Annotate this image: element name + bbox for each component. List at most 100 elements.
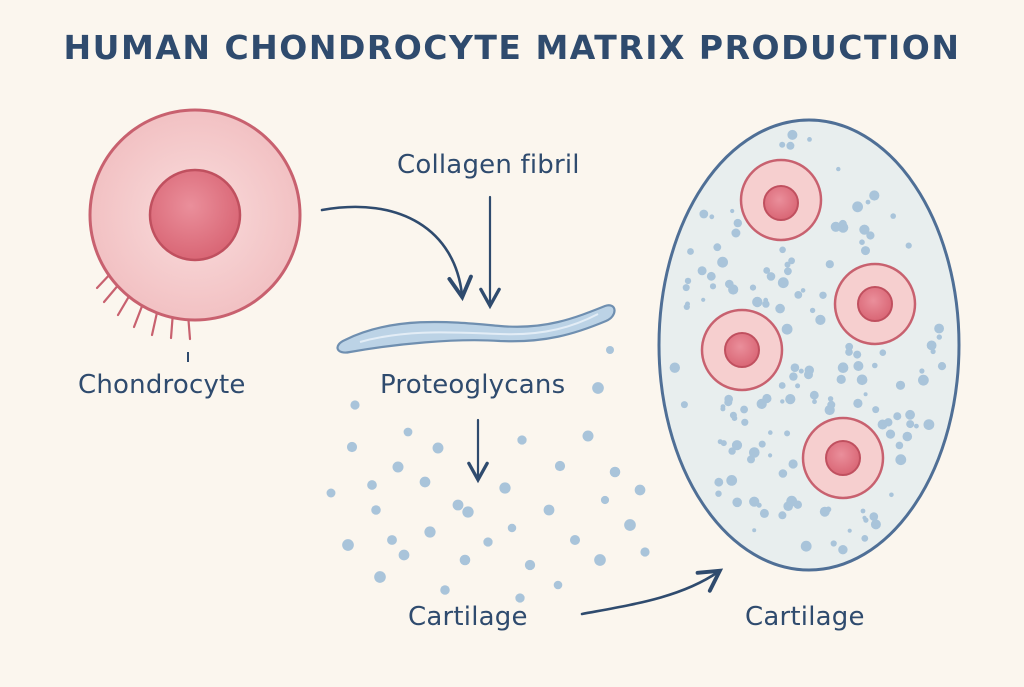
- fibril-highlight: [359, 313, 599, 343]
- matrix-dot: [730, 208, 735, 214]
- matrix-dot: [726, 475, 738, 486]
- matrix-dot: [789, 372, 798, 381]
- matrix-dot: [720, 404, 726, 409]
- proteoglycan-dot: [374, 571, 386, 583]
- matrix-dot: [847, 528, 852, 533]
- matrix-dot: [784, 430, 791, 437]
- proteoglycan-dot: [350, 400, 360, 410]
- matrix-dot: [866, 231, 875, 240]
- matrix-dot: [741, 418, 749, 426]
- matrix-dot: [787, 129, 798, 140]
- matrix-dot: [853, 398, 863, 408]
- matrix-dot: [853, 361, 864, 371]
- proteoglycan-dot: [524, 559, 536, 571]
- proteoglycan-dot: [543, 504, 555, 516]
- matrix-dot: [752, 528, 757, 533]
- matrix-dot: [699, 209, 709, 219]
- matrix-dot: [800, 540, 812, 552]
- matrix-dot: [852, 201, 863, 213]
- embedded-chondrocyte: [833, 262, 917, 346]
- proteoglycan-dot: [462, 506, 474, 518]
- matrix-dot: [715, 490, 722, 497]
- matrix-dot: [914, 423, 919, 429]
- proteoglycan-dot: [594, 554, 606, 566]
- matrix-dot: [778, 469, 788, 478]
- matrix-dot: [682, 284, 690, 292]
- proteoglycan-dot: [346, 441, 358, 453]
- matrix-dot: [709, 283, 717, 290]
- proteoglycan-dot: [419, 476, 431, 488]
- matrix-dot: [778, 511, 787, 520]
- matrix-dot: [807, 137, 812, 142]
- cartilage-matrix: [657, 118, 961, 572]
- matrix-dot: [731, 415, 738, 422]
- embedded-chondrocyte: [739, 158, 823, 242]
- matrix-dot: [778, 382, 786, 389]
- matrix-dot: [717, 439, 723, 445]
- matrix-dot: [869, 512, 879, 521]
- matrix-dot: [697, 266, 707, 276]
- matrix-dot: [937, 362, 947, 371]
- matrix-dot: [788, 459, 798, 469]
- embedded-chondrocyte: [700, 308, 784, 392]
- matrix-dot: [775, 303, 785, 314]
- matrix-dot: [906, 420, 915, 429]
- matrix-dot: [780, 399, 785, 404]
- matrix-dot: [794, 291, 803, 299]
- matrix-dot: [680, 401, 688, 409]
- proteoglycan-dot: [392, 461, 404, 473]
- matrix-dot: [861, 246, 870, 256]
- matrix-dot: [853, 350, 862, 359]
- arrow-chondrocyte-to-fibril: [320, 205, 473, 302]
- matrix-dot: [798, 368, 804, 374]
- matrix-dot: [809, 307, 816, 314]
- proteoglycan-dot: [609, 466, 621, 478]
- matrix-dot: [713, 243, 722, 252]
- matrix-dot: [779, 141, 786, 148]
- matrix-dot: [747, 455, 755, 464]
- proteoglycan-dot: [554, 460, 566, 472]
- matrix-dot: [824, 404, 835, 416]
- matrix-dot: [865, 199, 871, 205]
- label-cartilage-left: Cartilage: [408, 602, 528, 632]
- matrix-dot: [919, 368, 925, 374]
- matrix-dot: [731, 228, 741, 238]
- proteoglycan-dot: [432, 442, 444, 454]
- matrix-dot: [804, 370, 813, 380]
- proteoglycan-dot: [634, 484, 646, 496]
- matrix-dot: [684, 277, 692, 285]
- matrix-dot: [809, 390, 819, 400]
- matrix-dot: [872, 362, 878, 369]
- matrix-dot: [749, 496, 760, 507]
- proteoglycan-dot: [515, 593, 525, 603]
- label-collagen-fibril: Collagen fibril: [397, 150, 580, 180]
- matrix-dot: [819, 506, 830, 517]
- matrix-dot: [768, 430, 773, 435]
- matrix-dot: [732, 497, 742, 508]
- matrix-dot: [861, 535, 869, 542]
- matrix-dot: [777, 277, 789, 289]
- matrix-dots: [669, 129, 947, 555]
- matrix-dot: [827, 396, 834, 402]
- proteoglycan-dot: [499, 482, 511, 494]
- proteoglycan-dot: [600, 495, 610, 505]
- proteoglycan-dot: [517, 435, 527, 445]
- proteoglycan-dot: [424, 526, 436, 538]
- matrix-dot: [895, 380, 906, 390]
- matrix-dot: [819, 291, 827, 299]
- matrix-dot: [683, 303, 690, 310]
- matrix-dot: [877, 419, 888, 430]
- matrix-dot: [763, 267, 771, 274]
- matrix-dot: [749, 447, 760, 458]
- matrix-dot: [763, 297, 769, 303]
- matrix-dot: [784, 267, 792, 276]
- matrix-dot: [863, 517, 869, 523]
- matrix-dot: [836, 374, 846, 384]
- matrix-dot: [733, 218, 742, 228]
- matrix-dot: [895, 441, 904, 450]
- matrix-dot: [815, 314, 826, 325]
- matrix-dot: [879, 349, 887, 357]
- matrix-dot: [762, 300, 770, 308]
